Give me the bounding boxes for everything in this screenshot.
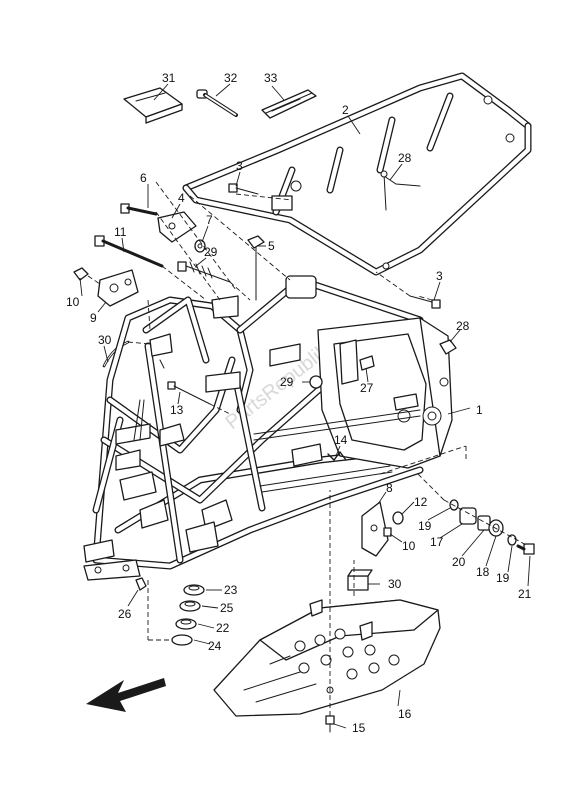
callout-32: 29 — [204, 245, 218, 259]
part-5-bolt — [247, 235, 265, 301]
part-4-bracket — [157, 211, 197, 243]
part-20-collar — [477, 515, 491, 531]
part-26-bolt — [135, 577, 147, 591]
callout-19-b: 19 — [496, 571, 510, 585]
callout-13: 13 — [170, 403, 184, 417]
part-25-grommet — [179, 600, 201, 612]
callout-28: 28 — [456, 319, 470, 333]
callout-7: 7 — [206, 213, 213, 227]
part-27-clip — [359, 355, 375, 371]
part-1-main-frame — [83, 275, 453, 581]
part-6-bolt — [120, 203, 158, 216]
callout-16: 15 — [352, 721, 366, 735]
part-10-bolt-left — [73, 267, 89, 281]
part-2-rear-frame — [182, 72, 532, 276]
part-3-bolt-right — [409, 295, 441, 309]
callout-26: 26 — [118, 607, 132, 621]
callout-labels: 31 32 33 2 28 3 6 4 7 5 11 29 3 10 9 28 … — [66, 71, 532, 735]
part-29-grommet — [309, 375, 323, 389]
callout-30: 30 — [98, 333, 112, 347]
callout-19-a: 19 — [418, 519, 432, 533]
callout-25: 25 — [220, 601, 234, 615]
callout-11: 11 — [114, 225, 127, 239]
callout-14: 14 — [334, 433, 348, 447]
callout-15: 16 — [398, 707, 412, 721]
part-19-washer-b — [507, 534, 517, 546]
part-14-clip — [327, 450, 347, 462]
callout-36: 33 — [264, 71, 278, 85]
callout-3-top: 3 — [236, 159, 243, 173]
callout-21: 21 — [518, 587, 532, 601]
part-8-bracket — [361, 501, 389, 557]
part-12-washer — [392, 511, 404, 525]
part-24-washer — [171, 634, 193, 646]
part-13-bolt — [167, 381, 211, 405]
callout-3-right: 3 — [436, 269, 443, 283]
callout-29: 29 — [280, 375, 294, 389]
part-32-bolt — [177, 261, 231, 283]
part-3-bolt-top — [228, 183, 259, 195]
callout-8: 8 — [386, 481, 393, 495]
callout-18: 18 — [476, 565, 490, 579]
part-7-nut — [194, 239, 206, 253]
callout-6: 6 — [140, 171, 147, 185]
callout-34: 31 — [162, 71, 176, 85]
callout-22: 22 — [216, 621, 230, 635]
callout-12: 12 — [414, 495, 428, 509]
part-31-wire — [380, 170, 421, 211]
callout-4: 4 — [178, 191, 185, 205]
callout-20: 20 — [452, 555, 466, 569]
callout-31: 28 — [398, 151, 412, 165]
part-21-bolt — [516, 543, 535, 555]
part-23-grommet — [183, 584, 205, 596]
callout-2: 2 — [342, 103, 349, 117]
callout-5: 5 — [268, 239, 275, 253]
callout-10-left: 10 — [66, 295, 80, 309]
part-15-skid-plate — [213, 599, 441, 717]
part-35-pin — [196, 89, 238, 117]
callout-1: 1 — [476, 403, 483, 417]
callout-17: 17 — [430, 535, 444, 549]
part-11-bolt — [94, 235, 164, 268]
callout-35: 32 — [224, 71, 238, 85]
part-33-damper — [347, 569, 373, 591]
arrow-left-down-icon — [86, 678, 166, 712]
leader-lines — [79, 83, 531, 729]
part-10-bolt-right — [383, 527, 392, 537]
part-9-bracket — [97, 269, 139, 307]
callout-23: 23 — [224, 583, 238, 597]
part-22-collar — [175, 618, 197, 630]
callout-10-right: 10 — [402, 539, 416, 553]
callout-33: 30 — [388, 577, 402, 591]
callout-24: 24 — [208, 639, 222, 653]
callout-9: 9 — [90, 311, 97, 325]
part-34-plate — [123, 87, 183, 124]
part-28-nut — [439, 339, 457, 355]
part-16-bolt — [325, 715, 335, 733]
part-36-strap — [261, 89, 317, 119]
part-17-bushing — [459, 507, 477, 525]
callout-27: 27 — [360, 381, 374, 395]
